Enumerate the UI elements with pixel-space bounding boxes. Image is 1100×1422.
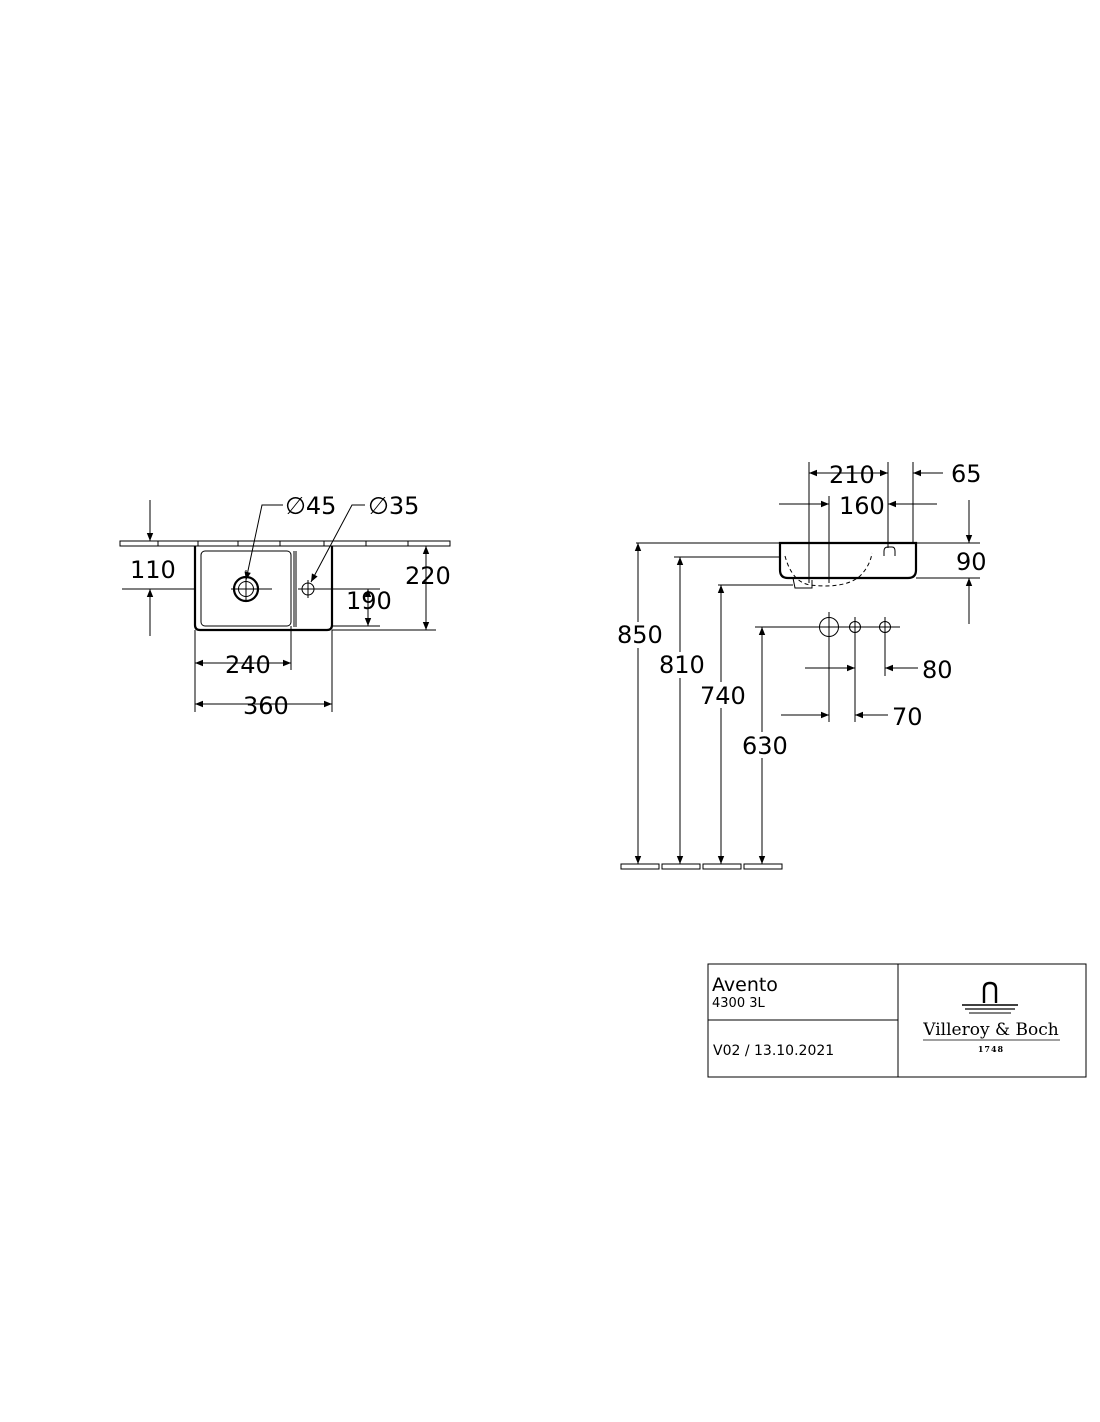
label-110: 110 — [130, 556, 176, 584]
label-210: 210 — [829, 461, 875, 489]
label-850: 850 — [617, 621, 663, 649]
label-220: 220 — [405, 562, 451, 590]
label-diameter-35: ∅35 — [368, 492, 419, 520]
product-code: 4300 3L — [712, 996, 765, 1011]
version-date: V02 / 13.10.2021 — [713, 1043, 834, 1059]
label-65: 65 — [951, 460, 982, 488]
basin-top-outline — [193, 546, 334, 632]
label-160: 160 — [839, 492, 885, 520]
tap-logo-icon — [962, 981, 1018, 1014]
brand-year: 1748 — [978, 1044, 1004, 1054]
leader-diameter-35 — [310, 504, 365, 583]
label-360: 360 — [243, 692, 289, 720]
brand-name: Villeroy & Boch — [922, 1020, 1059, 1040]
label-190: 190 — [346, 587, 392, 615]
product-name: Avento — [712, 974, 778, 996]
outlet-symbols — [819, 612, 891, 722]
title-block: Avento 4300 3L V02 / 13.10.2021 Villeroy… — [707, 963, 1087, 1078]
label-240: 240 — [225, 651, 271, 679]
label-90: 90 — [956, 548, 987, 576]
label-630: 630 — [742, 732, 788, 760]
brand-logo: Villeroy & Boch 1748 — [922, 981, 1060, 1054]
floor-strip — [620, 863, 783, 870]
side-view: 210 65 160 90 80 — [616, 460, 987, 870]
basin-side-profile — [778, 541, 918, 589]
waste-hole — [231, 570, 272, 603]
label-810: 810 — [659, 651, 705, 679]
label-diameter-45: ∅45 — [285, 492, 336, 520]
label-80: 80 — [922, 656, 953, 684]
tap-hole — [298, 580, 318, 598]
label-740: 740 — [700, 682, 746, 710]
leader-diameter-45 — [244, 504, 283, 581]
wall-strip-top — [119, 540, 451, 547]
top-view: ∅45 ∅35 110 190 220 240 360 — [119, 492, 451, 720]
label-70: 70 — [892, 703, 923, 731]
